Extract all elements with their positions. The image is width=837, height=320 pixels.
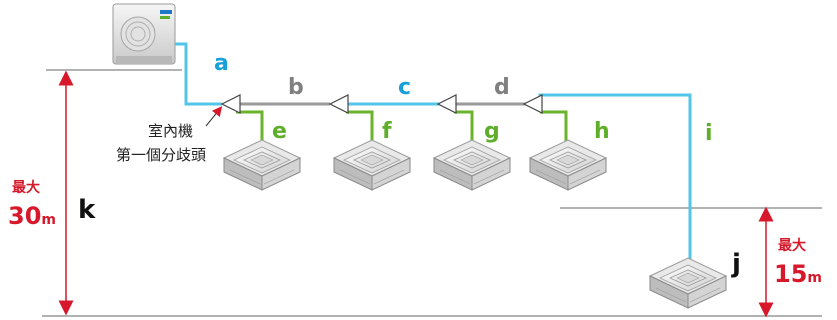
label-e: e (272, 119, 287, 144)
label-j: j (731, 249, 741, 279)
label-g: g (484, 119, 500, 144)
pipe-a (175, 42, 222, 106)
left-limit-label: 最大 (12, 179, 40, 196)
cassette-unit-icon (529, 139, 607, 191)
refnet-joint-icon (220, 94, 241, 114)
cassette-unit-icon (433, 139, 511, 191)
note-line-2: 第一個分歧頭 (116, 146, 206, 164)
outdoor-unit-icon (112, 3, 176, 65)
label-c: c (398, 75, 411, 100)
cassette-unit-icon (333, 139, 411, 191)
right-limit-value: 15m (774, 260, 822, 288)
pipe-e (236, 110, 264, 146)
pipe-g (454, 110, 474, 146)
refnet-joint-icon (522, 94, 543, 114)
note-pointer (205, 106, 223, 127)
refnet-joint-icon (436, 94, 457, 114)
refnet-joint-icon (328, 94, 349, 114)
cassette-unit-icon (649, 257, 727, 309)
left-limit-value: 30m (8, 202, 56, 230)
label-d: d (494, 75, 510, 100)
pipe-f (346, 110, 374, 146)
right-limit-label: 最大 (778, 237, 806, 254)
note-line-1: 室內機 (148, 122, 193, 140)
pipe-h (540, 110, 568, 146)
label-b: b (288, 75, 304, 100)
label-k: k (78, 195, 96, 225)
label-a: a (214, 51, 229, 76)
label-h: h (594, 119, 610, 144)
cassette-unit-icon (223, 139, 301, 191)
label-f: f (382, 119, 392, 144)
label-i: i (705, 121, 713, 146)
